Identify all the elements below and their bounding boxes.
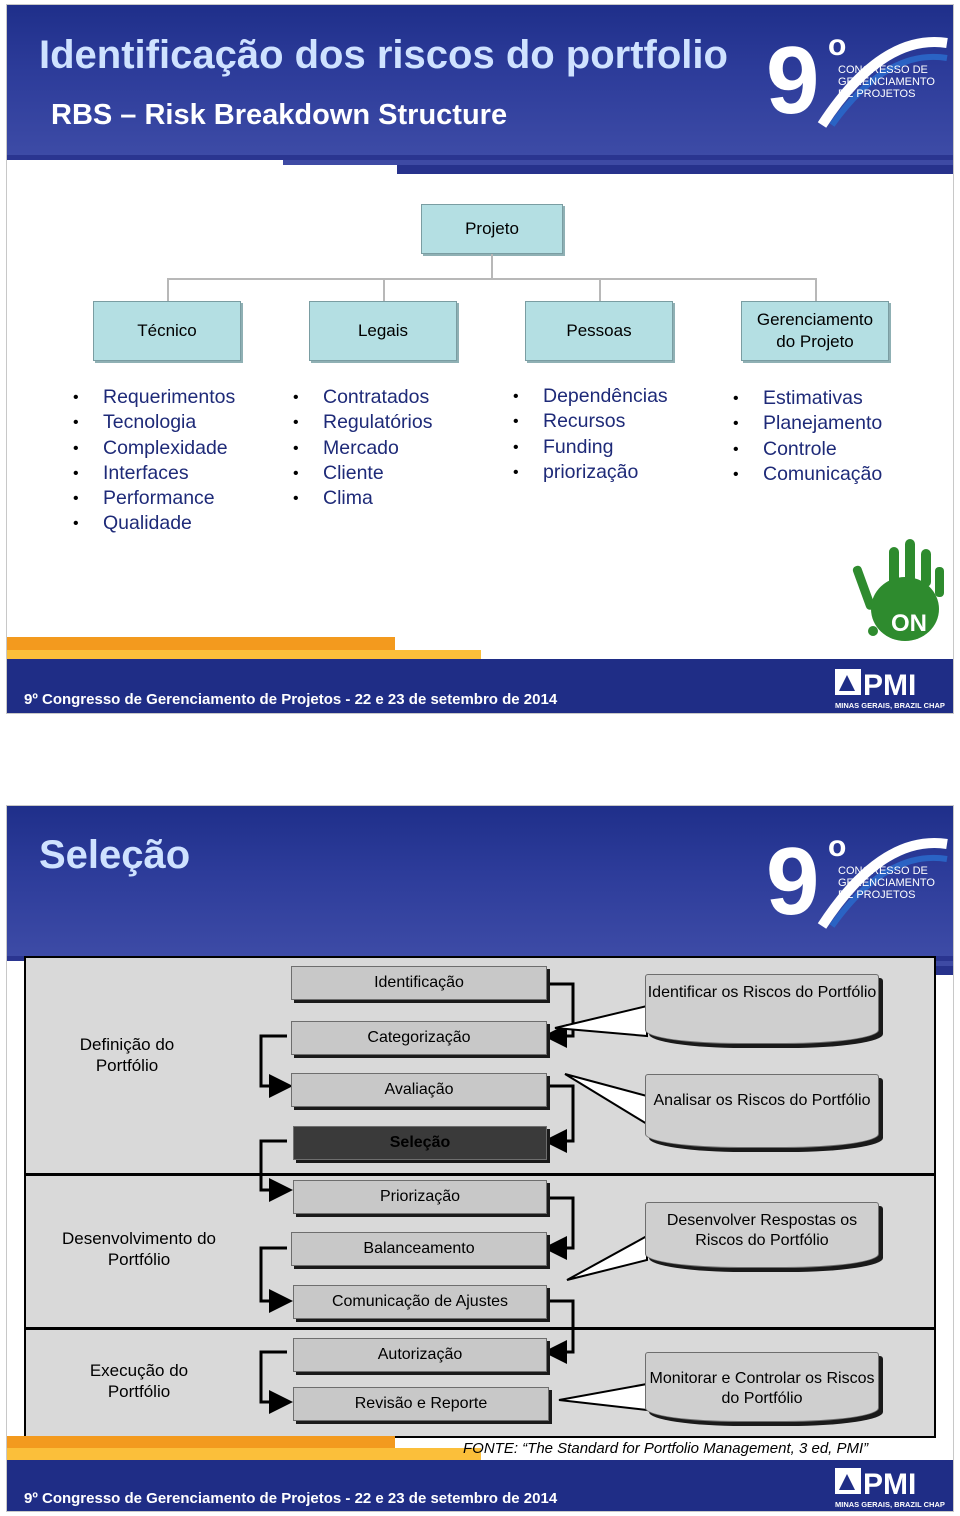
rbs-root-label: Projeto [465,219,519,238]
slide-rbs: Identificação dos riscos do portfolio RB… [6,4,954,714]
connector [599,278,601,301]
list-item: Contratados [293,385,432,411]
list-item: Qualidade [73,511,235,537]
footer-accent [7,1448,481,1460]
header-stripe [283,160,953,165]
connector [167,278,169,301]
connector [491,254,493,279]
header-stripe [397,165,953,174]
logo-line: DE PROJETOS [838,88,915,100]
slide-selecao: Seleção 9 o CONGRESSO DE GERENCIAMENTO D… [6,805,954,1512]
header-stripe [7,155,953,160]
slide-title: Seleção [39,833,191,877]
risk-monitorar-controlar: Monitorar e Controlar os Riscos do Portf… [645,1352,879,1422]
logo-number: 9 [766,27,819,133]
hand-on-logo: ON [852,539,944,641]
list-item: Recursos [513,409,668,435]
connector [815,278,817,301]
pmi-logo: PMI MINAS GERAIS, BRAZIL CHAPTER [835,669,945,710]
logo-line: CONGRESSO DE [838,64,928,76]
logo-line: CONGRESSO DE [838,865,928,877]
row-divider [24,1327,936,1330]
list-item: Mercado [293,436,432,462]
list-item: Comunicação [733,462,882,488]
risk-desenvolver-respostas: Desenvolver Respostas os Riscos do Portf… [645,1202,879,1268]
process-selecao: Seleção [293,1126,547,1160]
slide-subtitle: RBS – Risk Breakdown Structure [51,99,508,131]
list-item: Estimativas [733,386,882,412]
list-item: Regulatórios [293,410,432,436]
source-citation: FONTE: “The Standard for Portfolio Manag… [463,1440,869,1457]
list-item: priorização [513,460,668,486]
phase-execucao: Execução do Portfólio [89,1361,189,1401]
logo-line: GERENCIAMENTO [838,76,935,88]
category-box-pessoas: Pessoas [525,301,673,361]
list-item: Interfaces [73,461,235,487]
pmi-chapter-text: MINAS GERAIS, BRAZIL CHAPTER [835,1500,945,1509]
category-label: Legais [357,321,409,340]
pmi-logo-text: PMI [863,669,916,702]
list-item: Performance [73,486,235,512]
process-balanceamento: Balanceamento [291,1232,547,1266]
congress-logo: 9 o CONGRESSO DE GERENCIAMENTO DE PROJET… [766,828,948,934]
process-comunicacao-ajustes: Comunicação de Ajustes [293,1285,547,1319]
phase-desenvolvimento: Desenvolvimento do Portfólio [61,1229,217,1269]
logo-line: GERENCIAMENTO [838,877,935,889]
connector [167,278,817,280]
list-item: Dependências [513,384,668,410]
logo-ordinal: o [828,830,846,863]
pmi-logo-text: PMI [863,1468,916,1501]
category-label: Técnico [137,321,197,340]
process-revisao-reporte: Revisão e Reporte [293,1387,549,1421]
rbs-root-box: Projeto [421,204,563,254]
risk-identificar: Identificar os Riscos do Portfólio [645,974,879,1044]
process-priorizacao: Priorização [293,1180,547,1214]
footer-bar [7,659,953,713]
logo-ordinal: o [828,29,846,62]
process-avaliacao: Avaliação [291,1073,547,1107]
slide-header [7,5,953,155]
connector [383,278,385,301]
footer-text: 9º Congresso de Gerenciamento de Projeto… [24,691,558,708]
list-item: Complexidade [73,436,235,462]
pmi-logo: PMI MINAS GERAIS, BRAZIL CHAPTER [835,1468,945,1509]
category-label: Pessoas [566,321,632,340]
list-gerenciamento: Estimativas Planejamento Controle Comuni… [733,386,882,487]
logo-number: 9 [766,828,819,934]
process-autorizacao: Autorização [293,1338,547,1372]
list-item: Cliente [293,461,432,487]
slide-header [7,806,953,956]
pmi-chapter-text: MINAS GERAIS, BRAZIL CHAPTER [835,701,945,710]
category-label: Gerenciamento do Projeto [756,310,874,351]
row-divider [24,1173,936,1176]
hand-logo-text: ON [891,610,927,637]
congress-logo: 9 o CONGRESSO DE GERENCIAMENTO DE PROJET… [766,27,948,133]
category-box-legais: Legais [309,301,457,361]
list-item: Clima [293,486,432,512]
list-legais: Contratados Regulatórios Mercado Cliente… [293,385,432,512]
footer-accent [7,637,395,653]
slide-title: Identificação dos riscos do portfolio [39,33,728,77]
list-item: Planejamento [733,411,882,437]
category-box-gerenciamento: Gerenciamento do Projeto [741,301,889,361]
footer-text: 9º Congresso de Gerenciamento de Projeto… [24,1490,558,1507]
risk-analisar: Analisar os Riscos do Portfólio [645,1074,879,1148]
logo-line: DE PROJETOS [838,889,915,901]
list-tecnico: Requerimentos Tecnologia Complexidade In… [73,385,235,537]
list-item: Controle [733,437,882,463]
list-item: Tecnologia [73,410,235,436]
list-item: Funding [513,435,668,461]
footer-bar [7,1460,953,1511]
category-box-tecnico: Técnico [93,301,241,361]
list-pessoas: Dependências Recursos Funding priorizaçã… [513,384,668,485]
process-categorizacao: Categorização [291,1021,547,1055]
list-item: Requerimentos [73,385,235,411]
process-identificacao: Identificação [291,966,547,1000]
phase-definicao: Definição do Portfólio [79,1035,175,1075]
